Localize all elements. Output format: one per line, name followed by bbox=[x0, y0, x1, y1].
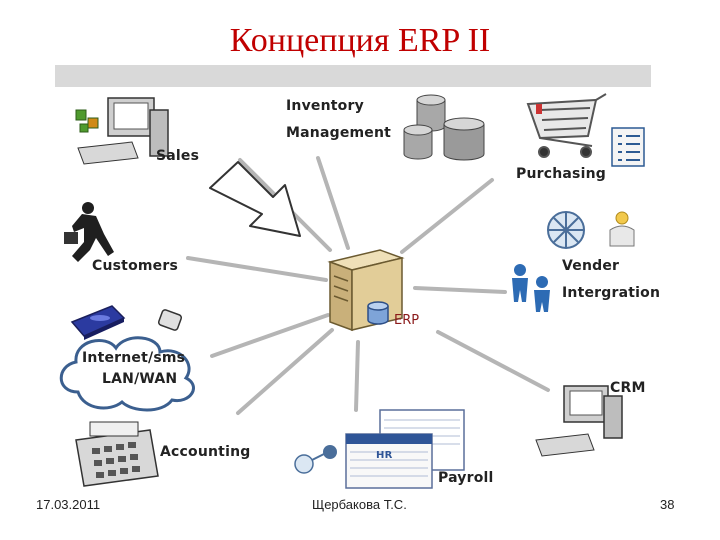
node-label-inventory-line2: Management bbox=[286, 125, 391, 141]
node-label-customers: Customers bbox=[92, 258, 178, 274]
node-label-sales: Sales bbox=[156, 148, 199, 164]
crm-computer-icon bbox=[536, 386, 622, 456]
node-label-internet-line1: Internet/sms bbox=[82, 350, 185, 366]
node-label-vender-line2: Intergration bbox=[562, 285, 660, 301]
people-icon bbox=[512, 264, 550, 312]
router-icon bbox=[72, 306, 124, 340]
page-number: 38 bbox=[660, 497, 674, 512]
server-icon bbox=[330, 250, 402, 330]
calculator-icon bbox=[76, 422, 158, 486]
node-label-payroll: Payroll bbox=[438, 470, 494, 486]
shopping-cart-icon bbox=[528, 94, 606, 157]
phone-icon bbox=[158, 309, 182, 331]
node-label-vender-line1: Vender bbox=[562, 258, 619, 274]
node-label-inventory-line1: Inventory bbox=[286, 98, 364, 114]
server-disk-icon bbox=[368, 302, 388, 324]
footer-author: Щербакова Т.С. bbox=[312, 497, 407, 512]
node-label-accounting: Accounting bbox=[160, 444, 250, 460]
sales-computer-icon bbox=[76, 98, 168, 164]
node-label-erp: ERP bbox=[394, 313, 419, 328]
hr-badge: HR bbox=[376, 450, 392, 461]
running-man-icon bbox=[64, 202, 114, 262]
node-label-internet-line2: LAN/WAN bbox=[102, 371, 177, 387]
person-icon bbox=[610, 212, 634, 246]
node-label-purchasing: Purchasing bbox=[516, 166, 606, 182]
footer-date: 17.03.2011 bbox=[36, 497, 100, 512]
checklist-icon bbox=[612, 128, 644, 166]
database-icon bbox=[404, 95, 484, 160]
network-globe-icon bbox=[548, 212, 584, 248]
node-label-crm: CRM bbox=[610, 380, 646, 396]
